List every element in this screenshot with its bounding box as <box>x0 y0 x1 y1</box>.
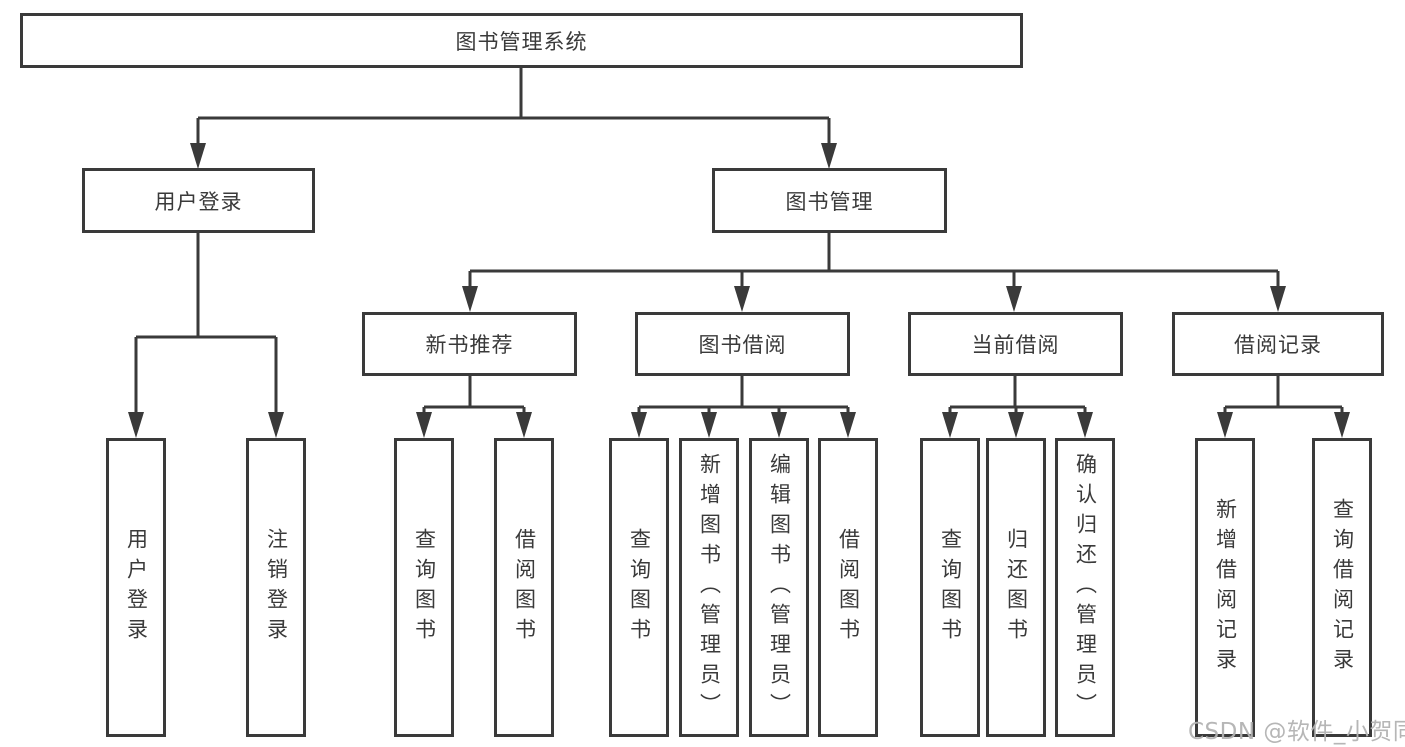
node-label: 新增借阅记录 <box>1213 497 1238 678</box>
arrowhead-icon <box>462 286 478 312</box>
node-library-management-system: 图书管理系统 <box>20 13 1023 68</box>
node-label: 借阅图书 <box>836 527 861 648</box>
node-current-borrowing: 当前借阅 <box>908 312 1123 376</box>
node-borrowing-records: 借阅记录 <box>1172 312 1384 376</box>
leaf-query-borrow-record: 查询借阅记录 <box>1312 438 1372 737</box>
node-label: 借阅记录 <box>1234 333 1322 357</box>
node-label: 查询借阅记录 <box>1330 497 1355 678</box>
node-label: 图书管理系统 <box>455 29 588 54</box>
arrowhead-icon <box>1217 412 1233 438</box>
node-label: 查询图书 <box>938 527 963 648</box>
leaf-borrow-books-recommend: 借阅图书 <box>494 438 554 737</box>
arrowhead-icon <box>1270 286 1286 312</box>
node-label: 图书管理 <box>785 189 874 214</box>
node-user-login: 用户登录 <box>82 168 315 233</box>
node-new-book-recommendation: 新书推荐 <box>362 312 577 376</box>
arrowhead-icon <box>942 412 958 438</box>
arrowhead-icon <box>631 412 647 438</box>
arrowheads-group <box>128 143 1350 438</box>
arrowhead-icon <box>128 412 144 438</box>
node-label: 借阅图书 <box>512 527 537 648</box>
arrowhead-icon <box>416 412 432 438</box>
leaf-logout: 注销登录 <box>246 438 306 737</box>
arrowhead-icon <box>1006 286 1022 312</box>
leaf-add-borrow-record: 新增借阅记录 <box>1195 438 1255 737</box>
leaf-user-login: 用户登录 <box>106 438 166 737</box>
arrowhead-icon <box>701 412 717 438</box>
node-label: 归还图书 <box>1004 527 1029 648</box>
leaf-query-books-recommend: 查询图书 <box>394 438 454 737</box>
node-label: 当前借阅 <box>971 333 1060 357</box>
node-label: 编辑图书（管理员） <box>767 452 792 723</box>
node-label: 新增图书（管理员） <box>697 452 722 723</box>
arrowhead-icon <box>821 143 837 169</box>
arrowhead-icon <box>516 412 532 438</box>
node-label: 确认归还（管理员） <box>1073 452 1098 723</box>
leaf-add-books-admin: 新增图书（管理员） <box>679 438 739 737</box>
leaf-return-books: 归还图书 <box>986 438 1046 737</box>
node-label: 新书推荐 <box>425 333 514 357</box>
node-label: 用户登录 <box>124 527 149 648</box>
arrowhead-icon <box>268 412 284 438</box>
arrowhead-icon <box>1077 412 1093 438</box>
arrowhead-icon <box>190 143 206 169</box>
arrowhead-icon <box>771 412 787 438</box>
node-book-management: 图书管理 <box>712 168 947 233</box>
leaf-edit-books-admin: 编辑图书（管理员） <box>749 438 809 737</box>
leaf-query-books-current: 查询图书 <box>920 438 980 737</box>
node-book-borrowing: 图书借阅 <box>635 312 850 376</box>
leaf-query-books-borrow: 查询图书 <box>609 438 669 737</box>
arrowhead-icon <box>1008 412 1024 438</box>
node-label: 注销登录 <box>264 527 289 648</box>
arrowhead-icon <box>1334 412 1350 438</box>
node-label: 图书借阅 <box>698 333 787 357</box>
arrowhead-icon <box>734 286 750 312</box>
leaf-borrow-books: 借阅图书 <box>818 438 878 737</box>
node-label: 查询图书 <box>627 527 652 648</box>
node-label: 用户登录 <box>154 189 243 214</box>
node-label: 查询图书 <box>412 527 437 648</box>
leaf-confirm-return-admin: 确认归还（管理员） <box>1055 438 1115 737</box>
arrowhead-icon <box>840 412 856 438</box>
connector-lines <box>134 68 1344 415</box>
